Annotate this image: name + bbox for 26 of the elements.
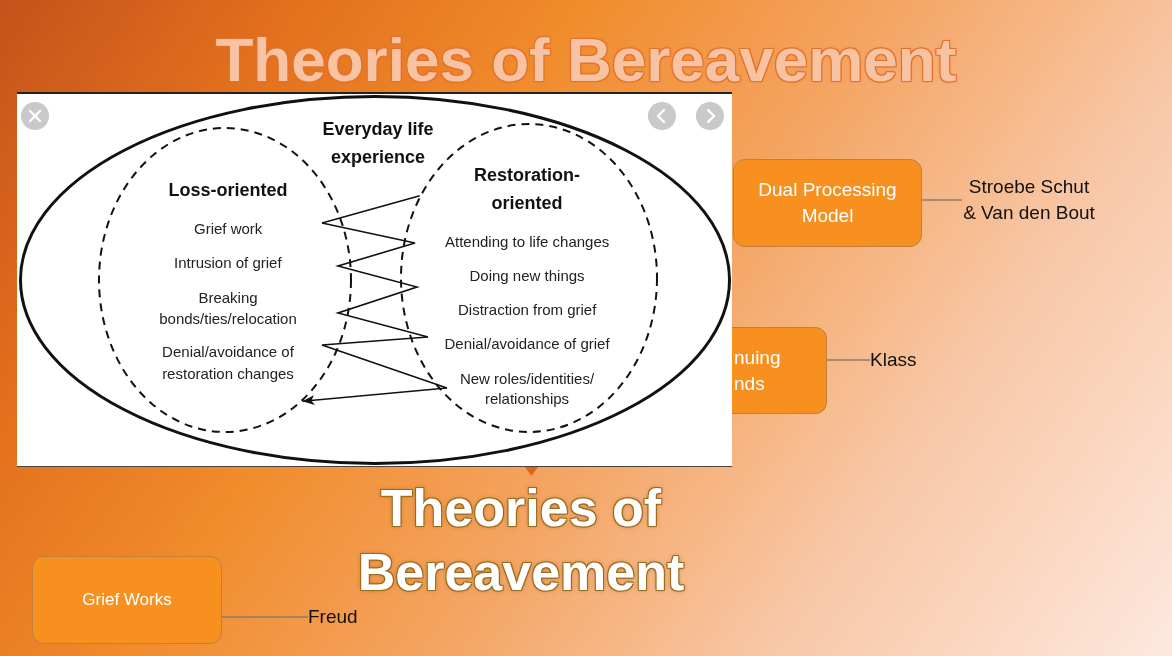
zigzag-arrow [301,194,448,406]
circle-heading: Restoration-oriented [473,164,581,215]
ellipse-heading: Everyday life experience [321,118,435,169]
list-item: Attending to life changes [445,232,610,252]
connector-line [221,616,309,618]
topic-box [32,556,222,644]
circle-heading: Loss-oriented [168,179,288,202]
topic-label: nuing nds [733,345,782,396]
list-item: Grief work [194,219,263,239]
list-item: Denial/avoidance of grief [444,334,610,354]
author-name: Klass [870,347,917,373]
topic-box [733,159,922,247]
topic-label: Dual Processing Model [757,178,898,228]
connector-line [921,199,963,201]
author-name: Freud [308,604,358,630]
list-item: Doing new things [469,266,585,286]
connector-line [826,359,871,361]
center-heading: Theories of Bereavement [356,478,686,603]
list-item: Intrusion of grief [174,253,282,273]
topic-label: Grief Works [82,589,172,611]
list-item: New roles/identities/ relationships [458,369,596,409]
list-item: Distraction from grief [458,300,597,320]
author-name: Stroebe Schut & Van den Bout [962,174,1096,226]
list-item: Breaking bonds/ties/relocation [158,287,298,329]
topic-box [732,327,827,414]
list-item: Denial/avoidance of restoration changes [161,342,295,384]
